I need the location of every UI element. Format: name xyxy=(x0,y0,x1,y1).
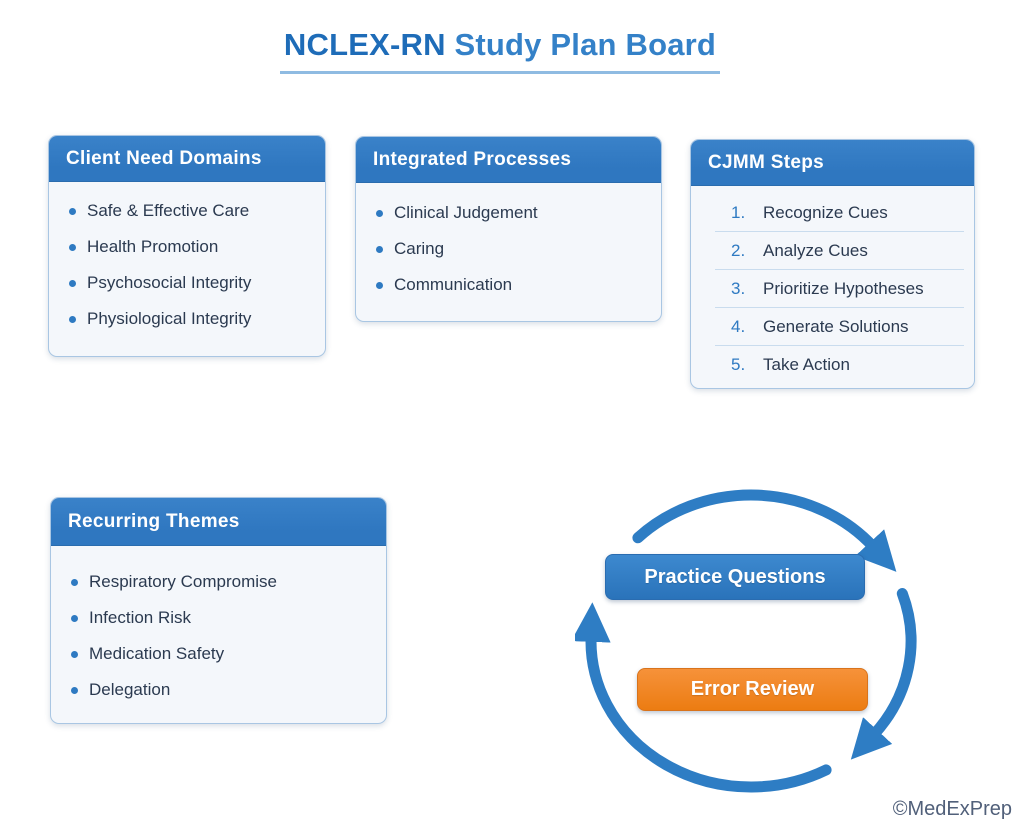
list-item: Respiratory Compromise xyxy=(71,564,372,600)
list-item: Health Promotion xyxy=(69,229,311,265)
list-item: 4. Generate Solutions xyxy=(715,308,964,346)
bullet-icon xyxy=(69,279,76,287)
integrated-processes-list: Clinical Judgement Caring Communication xyxy=(356,183,661,303)
card-client-need-domains: Client Need Domains Safe & Effective Car… xyxy=(48,135,326,357)
list-item-label: Physiological Integrity xyxy=(87,309,252,328)
list-item: Communication xyxy=(376,267,647,303)
list-item: Physiological Integrity xyxy=(69,301,311,337)
recurring-themes-list: Respiratory Compromise Infection Risk Me… xyxy=(51,546,386,708)
cycle-arrows xyxy=(575,489,917,793)
list-item-label: Communication xyxy=(394,275,513,294)
page-title-rest: Study Plan Board xyxy=(445,27,717,62)
step-number: 1. xyxy=(731,202,746,222)
practice-cycle-diagram: Practice Questions Error Review xyxy=(575,475,955,820)
list-item-label: Generate Solutions xyxy=(763,316,909,336)
error-review-label: Error Review xyxy=(690,678,815,700)
card-recurring-themes-header: Recurring Themes xyxy=(51,498,386,546)
bullet-icon xyxy=(376,245,383,253)
bullet-icon xyxy=(71,650,78,658)
cycle-arc-top xyxy=(632,489,897,572)
step-number: 4. xyxy=(731,316,746,336)
list-item: Medication Safety xyxy=(71,636,372,672)
card-cjmm-steps-header: CJMM Steps xyxy=(691,140,974,186)
cycle-arc-left xyxy=(575,602,832,793)
error-review-button[interactable]: Error Review xyxy=(637,668,868,711)
client-need-domains-list: Safe & Effective Care Health Promotion P… xyxy=(49,182,325,337)
list-item: 1. Recognize Cues xyxy=(715,194,964,232)
card-integrated-processes-header: Integrated Processes xyxy=(356,137,661,183)
list-item-label: Delegation xyxy=(89,680,171,699)
bullet-icon xyxy=(69,243,76,251)
list-item: Infection Risk xyxy=(71,600,372,636)
list-item-label: Caring xyxy=(394,239,445,258)
list-item-label: Analyze Cues xyxy=(763,240,868,260)
list-item-label: Respiratory Compromise xyxy=(89,572,277,591)
list-item-label: Clinical Judgement xyxy=(394,203,538,222)
list-item: 2. Analyze Cues xyxy=(715,232,964,270)
page-title: NCLEX-RN Study Plan Board xyxy=(280,26,720,74)
bullet-icon xyxy=(376,281,383,289)
bullet-icon xyxy=(376,209,383,217)
practice-questions-button[interactable]: Practice Questions xyxy=(605,554,865,600)
list-item: Safe & Effective Care xyxy=(69,193,311,229)
bullet-icon xyxy=(71,614,78,622)
list-item-label: Prioritize Hypotheses xyxy=(763,278,924,298)
bullet-icon xyxy=(71,686,78,694)
list-item-label: Safe & Effective Care xyxy=(87,201,250,220)
list-item: 5. Take Action xyxy=(715,346,964,384)
cjmm-steps-list: 1. Recognize Cues 2. Analyze Cues 3. Priori… xyxy=(691,186,974,384)
card-client-need-domains-header: Client Need Domains xyxy=(49,136,325,182)
list-item-label: Medication Safety xyxy=(89,644,225,663)
step-number: 2. xyxy=(731,240,746,260)
list-item: Delegation xyxy=(71,672,372,708)
step-number: 3. xyxy=(731,278,746,298)
list-item-label: Psychosocial Integrity xyxy=(87,273,252,292)
bullet-icon xyxy=(71,578,78,586)
list-item: Caring xyxy=(376,231,647,267)
list-item-label: Infection Risk xyxy=(89,608,192,627)
list-item-label: Take Action xyxy=(763,355,850,374)
card-cjmm-steps: CJMM Steps 1. Recognize Cues 2. Analyze Cu… xyxy=(690,139,975,389)
list-item-label: Health Promotion xyxy=(87,237,219,256)
cycle-arc-right xyxy=(850,588,917,760)
list-item-label: Recognize Cues xyxy=(763,202,888,222)
watermark: ©MedExPrep xyxy=(892,798,1012,820)
page-title-highlight: NCLEX-RN xyxy=(283,27,446,62)
practice-questions-label: Practice Questions xyxy=(644,565,826,588)
list-item: 3. Prioritize Hypotheses xyxy=(715,270,964,308)
bullet-icon xyxy=(69,315,76,323)
card-integrated-processes: Integrated Processes Clinical Judgement … xyxy=(355,136,662,322)
step-number: 5. xyxy=(731,355,746,374)
card-recurring-themes: Recurring Themes Respiratory Compromise … xyxy=(50,497,387,724)
list-item: Clinical Judgement xyxy=(376,195,647,231)
list-item: Psychosocial Integrity xyxy=(69,265,311,301)
bullet-icon xyxy=(69,207,76,215)
